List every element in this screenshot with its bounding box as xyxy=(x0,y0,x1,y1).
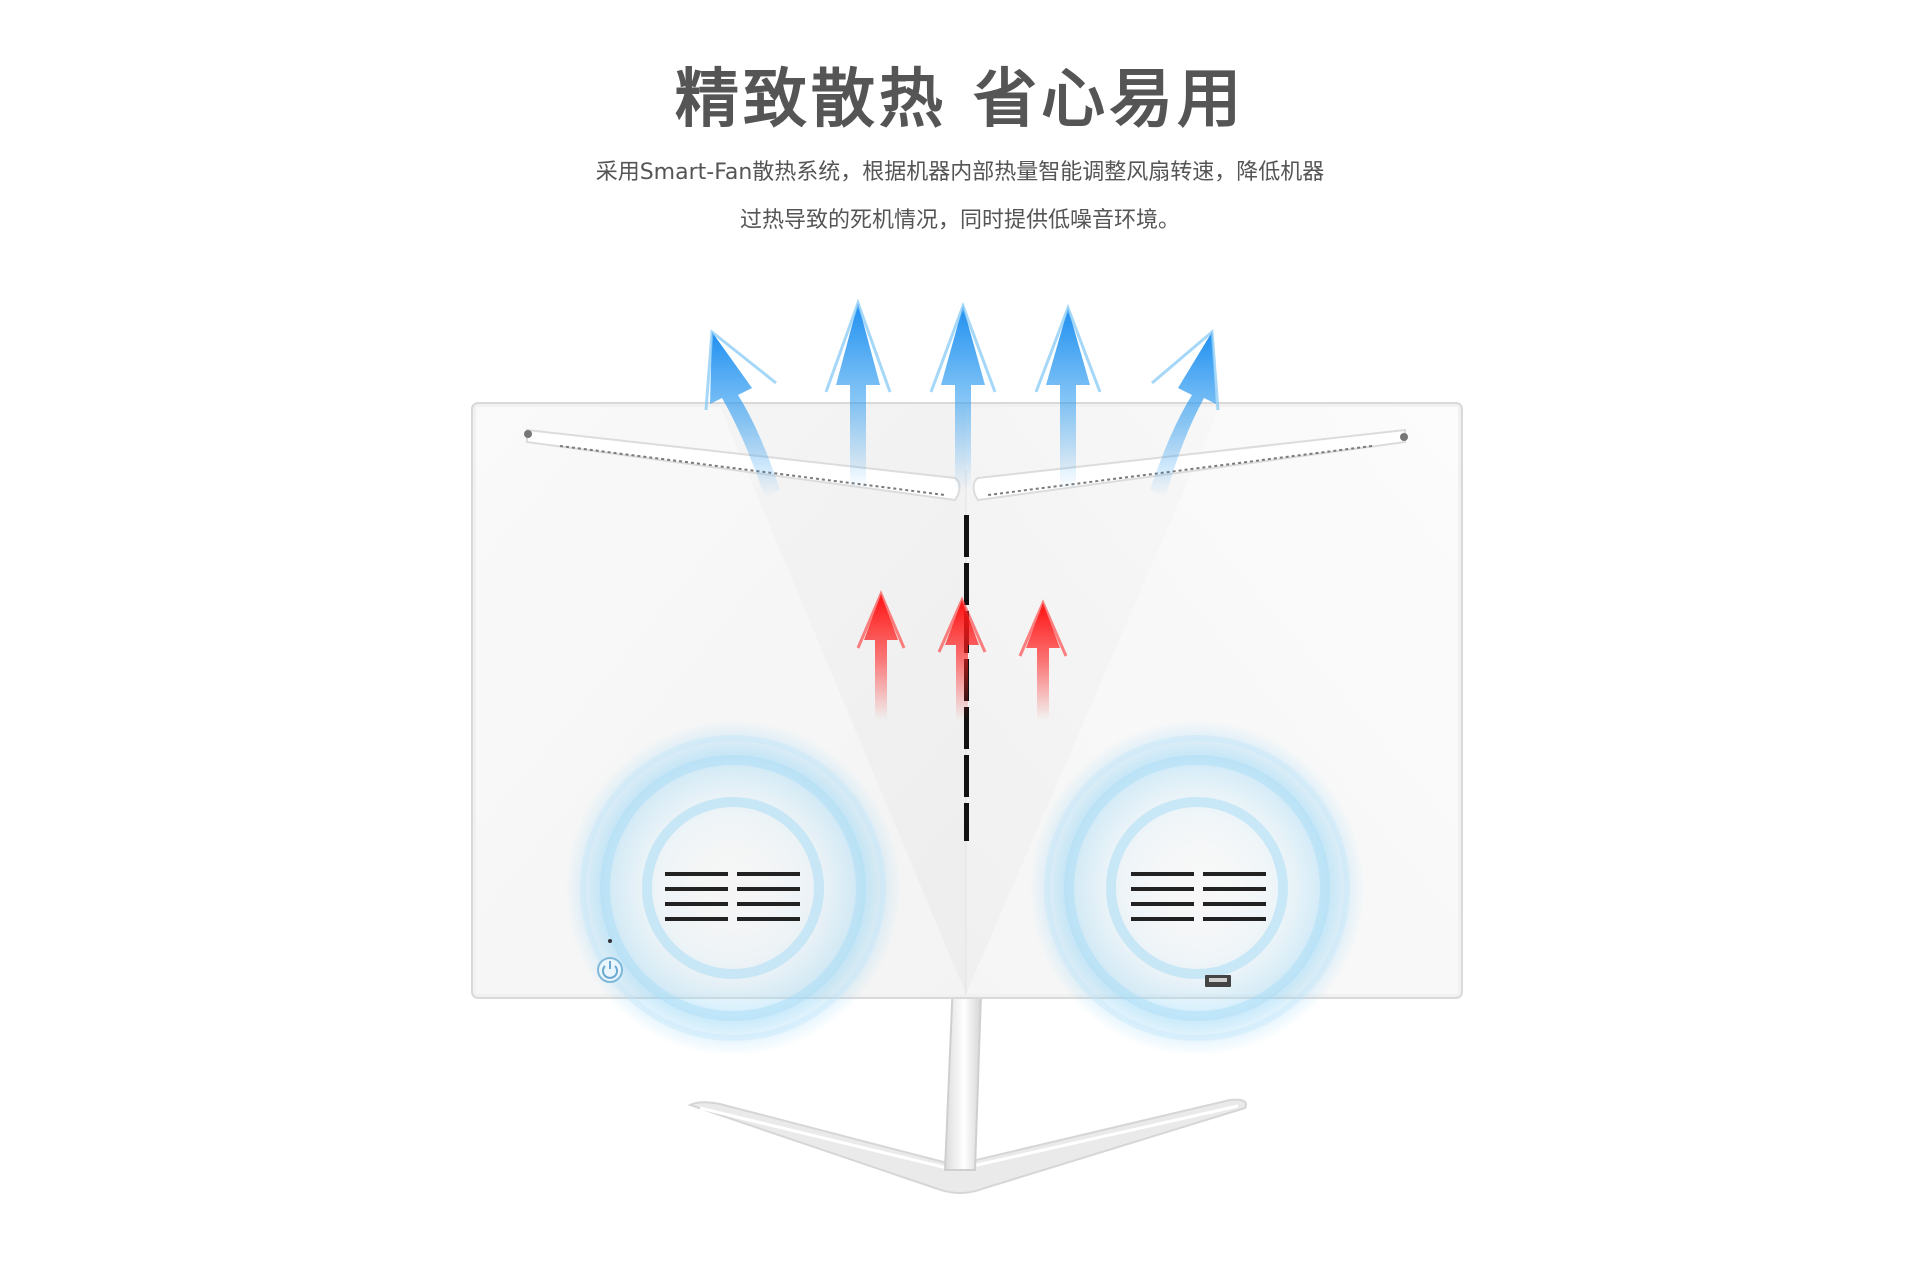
power-button-icon xyxy=(597,939,623,983)
right-fan-grille xyxy=(1131,872,1266,921)
exhaust-arrows xyxy=(704,298,1220,498)
page-title: 精致散热 省心易用 xyxy=(674,63,1246,137)
heat-arrows xyxy=(856,590,1068,720)
right-fan-airflow xyxy=(1029,720,1365,1056)
left-fan-grille xyxy=(665,872,800,921)
usb-port-icon xyxy=(1205,975,1231,987)
description-line-1: 采用Smart-Fan散热系统，根据机器内部热量智能调整风扇转速，降低机器 xyxy=(595,160,1325,185)
left-fan-airflow xyxy=(565,720,901,1056)
description-line-2: 过热导致的死机情况，同时提供低噪音环境。 xyxy=(739,208,1180,233)
top-vent-right xyxy=(972,428,1408,502)
